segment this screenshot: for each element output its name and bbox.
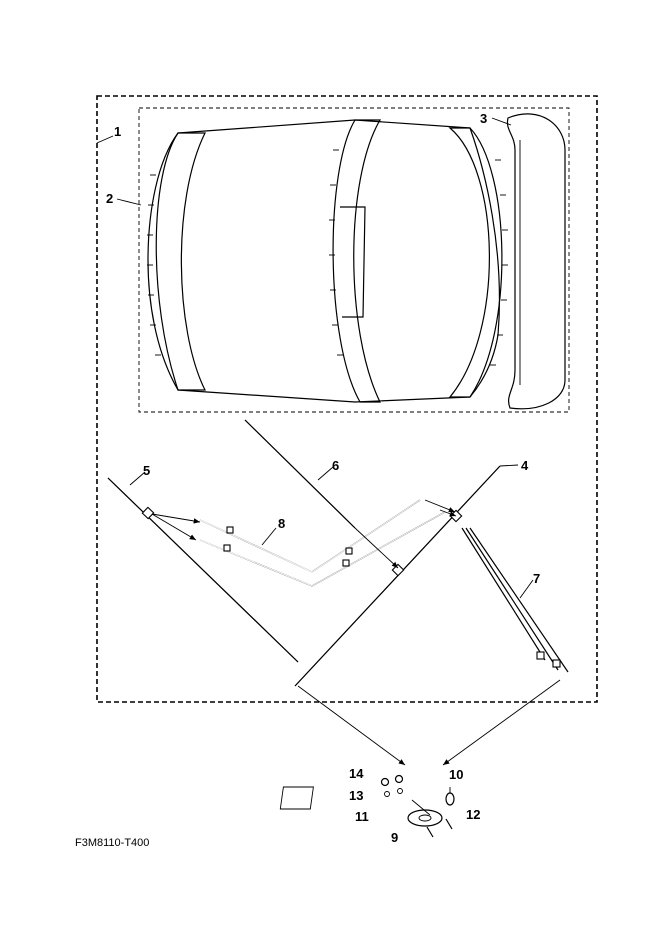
stays-7 — [461, 527, 569, 673]
callout-5: 5 — [143, 463, 150, 478]
drawing-code: F3M8110-T400 — [75, 837, 149, 849]
callout-13: 13 — [349, 788, 363, 803]
callout-1: 1 — [114, 124, 121, 139]
callout-10: 10 — [449, 767, 463, 782]
canopy-top — [147, 119, 508, 403]
callout-14: 14 — [349, 766, 364, 781]
support-tubes-8 — [199, 499, 446, 587]
callout-2: 2 — [106, 191, 113, 206]
assembly-outline-box — [96, 95, 598, 703]
callout-3: 3 — [480, 111, 487, 126]
canopy-seam-ticks — [147, 149, 508, 366]
callout-8: 8 — [278, 516, 285, 531]
callout-12: 12 — [466, 807, 480, 822]
storage-boot — [506, 113, 566, 410]
callout-11: 11 — [355, 809, 369, 824]
callout-9: 9 — [391, 830, 398, 845]
assembly-arrows — [151, 499, 561, 766]
canopy-outline-box — [138, 107, 570, 413]
label-leaders — [96, 117, 534, 599]
frame-bar-6 — [244, 419, 356, 529]
bracket-hardware — [279, 774, 455, 838]
callout-7: 7 — [533, 571, 540, 586]
frame-bow-5 — [107, 477, 299, 663]
callout-4: 4 — [521, 458, 529, 473]
callout-6: 6 — [332, 458, 339, 473]
